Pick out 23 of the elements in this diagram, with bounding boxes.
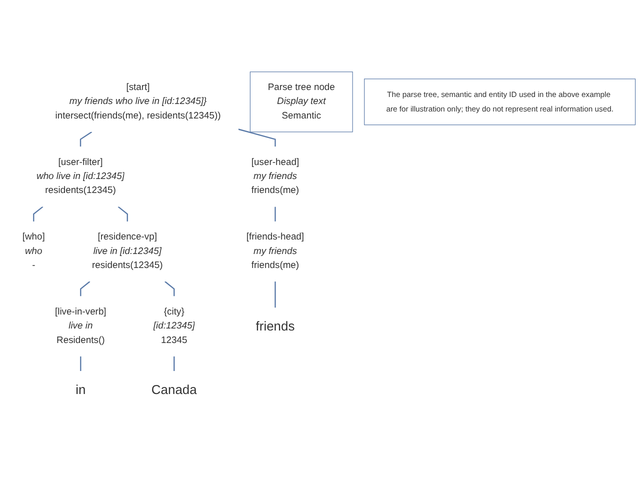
node-text: [who] who - [22,232,45,270]
connector [238,128,276,147]
node-text: [residence-vp] live in [id:12345] residents(12345) [92,232,163,270]
connector [80,131,92,147]
node-text: {city} [id:12345] 12345 [153,306,195,346]
connector [80,356,82,372]
node-box [364,78,636,126]
node-text: [user-filter] who live in [id:12345] residents(12345) [36,157,125,196]
node-text: [start] my friends who live in [id:12345]} intersect(friends(me), residents(12345)) [55,82,221,121]
node-box [250,72,353,132]
connector [274,206,276,222]
node-text: in [76,382,86,397]
node-text: [live-in-verb] live in Residents() [54,306,106,346]
connector [80,281,90,296]
node-text: Canada [151,382,197,397]
node-text: [friends-head] my friends friends(me) [246,232,304,270]
connector [274,282,276,308]
node-text: friends [256,318,295,334]
connector [33,206,44,222]
connector [164,281,175,296]
connector [174,356,175,372]
connector [118,206,128,222]
node-text: [user-head] my friends friends(me) [251,157,300,196]
